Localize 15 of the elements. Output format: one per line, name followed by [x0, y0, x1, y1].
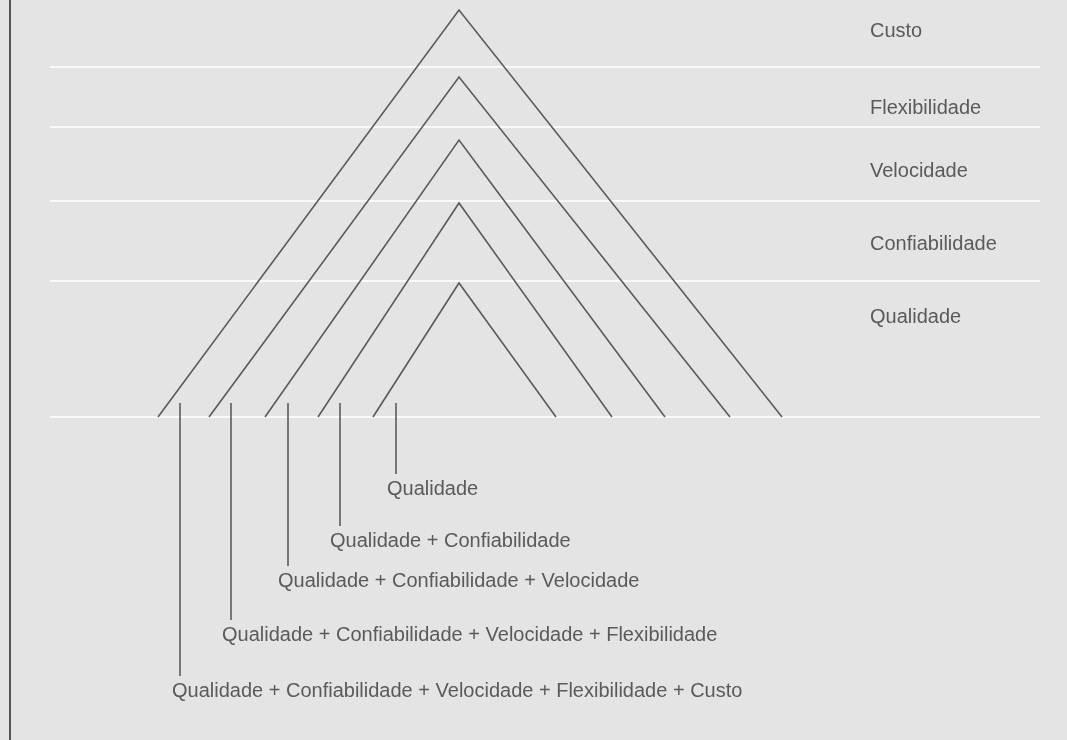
layer-label: Qualidade [870, 304, 962, 328]
level-label: Qualidade [387, 476, 479, 500]
leader-line [287, 402, 289, 567]
layer-label: Flexibilidade [870, 95, 982, 119]
level-label: Qualidade + Confiabilidade + Velocidade [278, 568, 640, 592]
leader-line [230, 402, 232, 621]
leader-line [339, 402, 341, 527]
level-label: Qualidade + Confiabilidade + Velocidade + Flexibilidade [222, 622, 718, 646]
layer-label: Custo [870, 18, 923, 42]
leader-line [395, 402, 397, 475]
level-label: Qualidade + Confiabilidade [330, 528, 571, 552]
leader-line [179, 402, 181, 677]
level-label: Qualidade + Confiabilidade + Velocidade + Flexibilidade + Custo [172, 678, 743, 702]
layer-label: Velocidade [870, 158, 968, 182]
layer-label: Confiabilidade [870, 231, 997, 255]
